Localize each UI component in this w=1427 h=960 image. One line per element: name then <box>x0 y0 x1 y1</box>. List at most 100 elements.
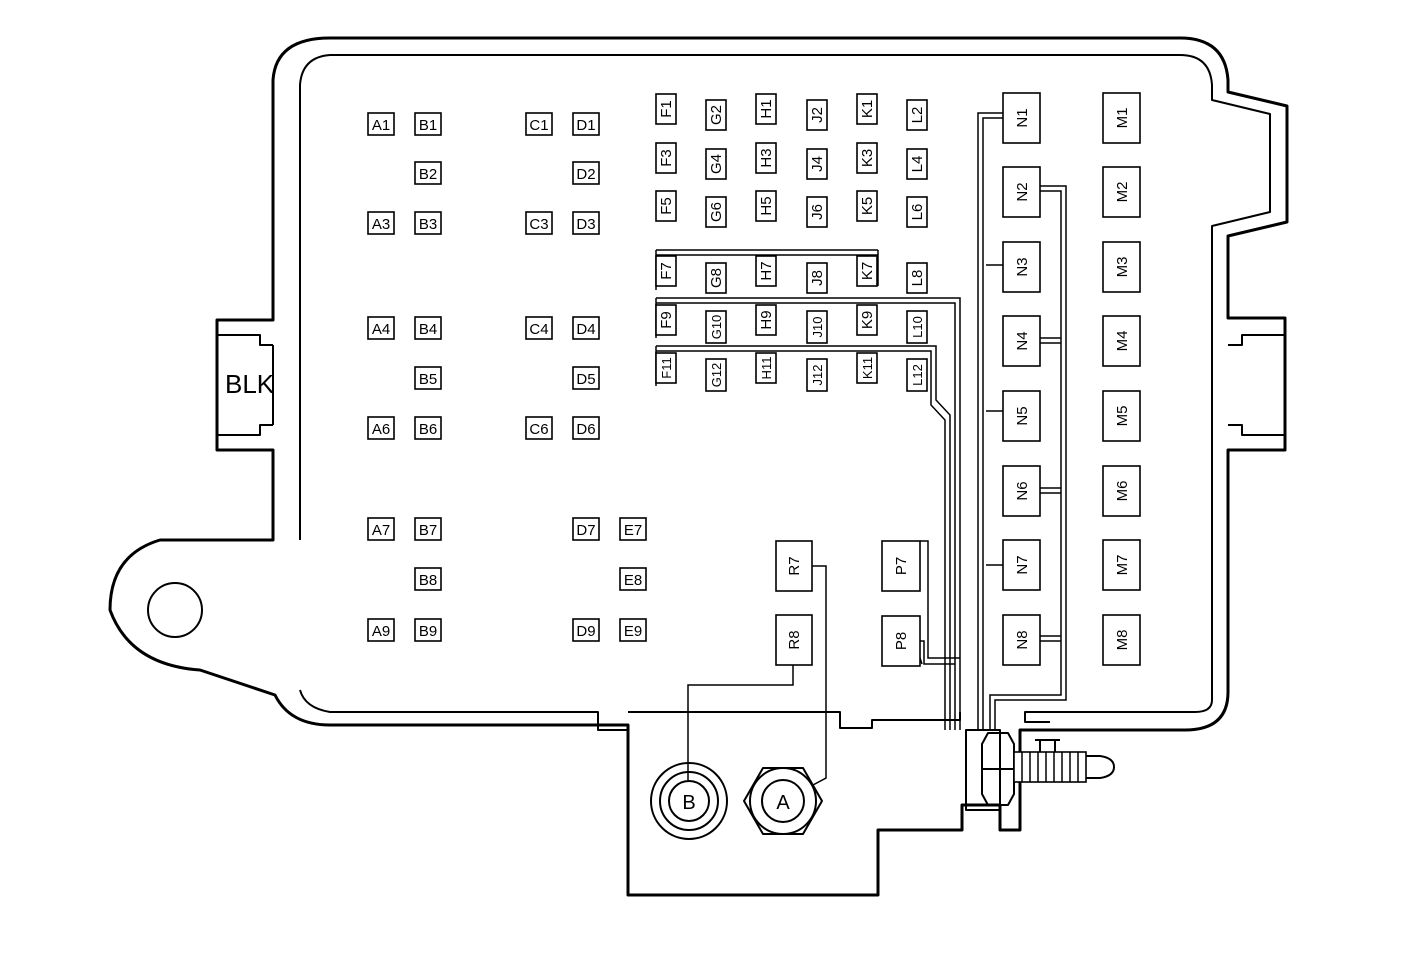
cavity-n8: N8 <box>1002 614 1041 666</box>
cavity-m4: M4 <box>1102 315 1141 367</box>
svg-text:A6: A6 <box>372 421 390 438</box>
svg-text:D2: D2 <box>576 166 595 183</box>
svg-text:H11: H11 <box>759 357 774 380</box>
cavity-m2: M2 <box>1102 166 1141 218</box>
svg-text:K3: K3 <box>859 149 876 167</box>
cavity-b6: B6 <box>414 416 442 440</box>
svg-text:F11: F11 <box>659 357 674 378</box>
cavity-n1: N1 <box>1002 92 1041 144</box>
cavity-n3: N3 <box>1002 241 1041 293</box>
svg-text:L2: L2 <box>909 107 926 124</box>
svg-text:B2: B2 <box>419 166 437 183</box>
svg-text:E9: E9 <box>624 623 642 640</box>
cavity-m5: M5 <box>1102 390 1141 442</box>
cavity-a7: A7 <box>367 517 395 541</box>
cavity-b3: B3 <box>414 211 442 235</box>
cavity-g4: G4 <box>705 148 727 180</box>
cavity-c3: C3 <box>525 211 553 235</box>
cavity-j2: J2 <box>806 99 828 131</box>
svg-text:D5: D5 <box>576 371 595 388</box>
svg-text:L8: L8 <box>909 270 926 287</box>
cavity-j6: J6 <box>806 196 828 228</box>
cavity-g8: G8 <box>705 262 727 294</box>
svg-text:L10: L10 <box>910 316 925 338</box>
cavity-group-middle: F1 G2 H1 J2 K1 L2 F3 G4 H3 J4 K3 L4 F5 G… <box>655 93 928 392</box>
side-bolt <box>965 729 1115 811</box>
cavity-h1: H1 <box>755 93 777 125</box>
svg-text:A7: A7 <box>372 522 390 539</box>
color-code-label: BLK <box>225 369 275 399</box>
cavity-b5: B5 <box>414 366 442 390</box>
svg-text:N6: N6 <box>1014 481 1031 500</box>
cavity-a6: A6 <box>367 416 395 440</box>
svg-text:N7: N7 <box>1014 555 1031 574</box>
cavity-g2: G2 <box>705 99 727 131</box>
cavity-f5: F5 <box>655 190 677 222</box>
cavity-b1: B1 <box>414 112 442 136</box>
n-column-wires <box>977 112 1067 730</box>
svg-text:H5: H5 <box>758 196 775 215</box>
svg-text:M2: M2 <box>1114 182 1131 203</box>
svg-text:B3: B3 <box>419 216 437 233</box>
cavity-b7: B7 <box>414 517 442 541</box>
cavity-a4: A4 <box>367 316 395 340</box>
svg-text:A9: A9 <box>372 623 390 640</box>
svg-text:J8: J8 <box>809 270 826 286</box>
cavity-d3: D3 <box>572 211 600 235</box>
svg-text:J4: J4 <box>809 156 826 172</box>
svg-text:C6: C6 <box>529 421 548 438</box>
cavity-k9: K9 <box>856 304 878 336</box>
svg-text:C3: C3 <box>529 216 548 233</box>
cavity-group-left: A1 B1 C1 D1 B2 D2 A3 B3 C3 D3 A4 B4 C4 D… <box>367 112 647 642</box>
cavity-b9: B9 <box>414 618 442 642</box>
cavity-c1: C1 <box>525 112 553 136</box>
cavity-k11: K11 <box>856 352 878 384</box>
stud-a: A <box>743 767 823 835</box>
svg-text:G4: G4 <box>708 154 725 174</box>
stud-b-label: B <box>682 792 695 814</box>
cavity-m1: M1 <box>1102 92 1141 144</box>
cavity-g6: G6 <box>705 196 727 228</box>
cavity-j10: J10 <box>806 310 828 344</box>
cavity-h7: H7 <box>755 255 777 287</box>
svg-text:L6: L6 <box>909 204 926 221</box>
cavity-r8: R8 <box>775 614 813 666</box>
cavity-l8: L8 <box>906 262 928 294</box>
cavity-k3: K3 <box>856 142 878 174</box>
svg-text:A3: A3 <box>372 216 390 233</box>
cavity-l2: L2 <box>906 99 928 131</box>
svg-text:M3: M3 <box>1114 257 1131 278</box>
svg-text:J10: J10 <box>810 317 825 338</box>
svg-text:G8: G8 <box>708 268 725 288</box>
cavity-d6: D6 <box>572 416 600 440</box>
cavity-k5: K5 <box>856 190 878 222</box>
svg-text:E8: E8 <box>624 572 642 589</box>
cavity-a3: A3 <box>367 211 395 235</box>
svg-text:N2: N2 <box>1014 182 1031 201</box>
svg-text:F1: F1 <box>658 100 675 118</box>
svg-text:K11: K11 <box>860 357 875 379</box>
cavity-d1: D1 <box>572 112 600 136</box>
svg-text:G10: G10 <box>709 315 724 340</box>
svg-text:N4: N4 <box>1014 331 1031 350</box>
svg-text:K1: K1 <box>859 100 876 118</box>
cavity-l12: L12 <box>906 358 928 392</box>
svg-text:F7: F7 <box>658 262 675 280</box>
cavity-n4: N4 <box>1002 315 1041 367</box>
cavity-a1: A1 <box>367 112 395 136</box>
cavity-h11: H11 <box>755 352 777 384</box>
svg-text:B8: B8 <box>419 572 437 589</box>
svg-text:E7: E7 <box>624 522 642 539</box>
svg-text:N3: N3 <box>1014 257 1031 276</box>
svg-text:M7: M7 <box>1114 555 1131 576</box>
svg-text:D3: D3 <box>576 216 595 233</box>
cavity-m3: M3 <box>1102 241 1141 293</box>
svg-text:N5: N5 <box>1014 406 1031 425</box>
cavity-f7: F7 <box>655 255 677 287</box>
svg-text:G6: G6 <box>708 202 725 222</box>
svg-text:J2: J2 <box>809 107 826 123</box>
cavity-h5: H5 <box>755 190 777 222</box>
cavity-l4: L4 <box>906 148 928 180</box>
cavity-d9: D9 <box>572 618 600 642</box>
